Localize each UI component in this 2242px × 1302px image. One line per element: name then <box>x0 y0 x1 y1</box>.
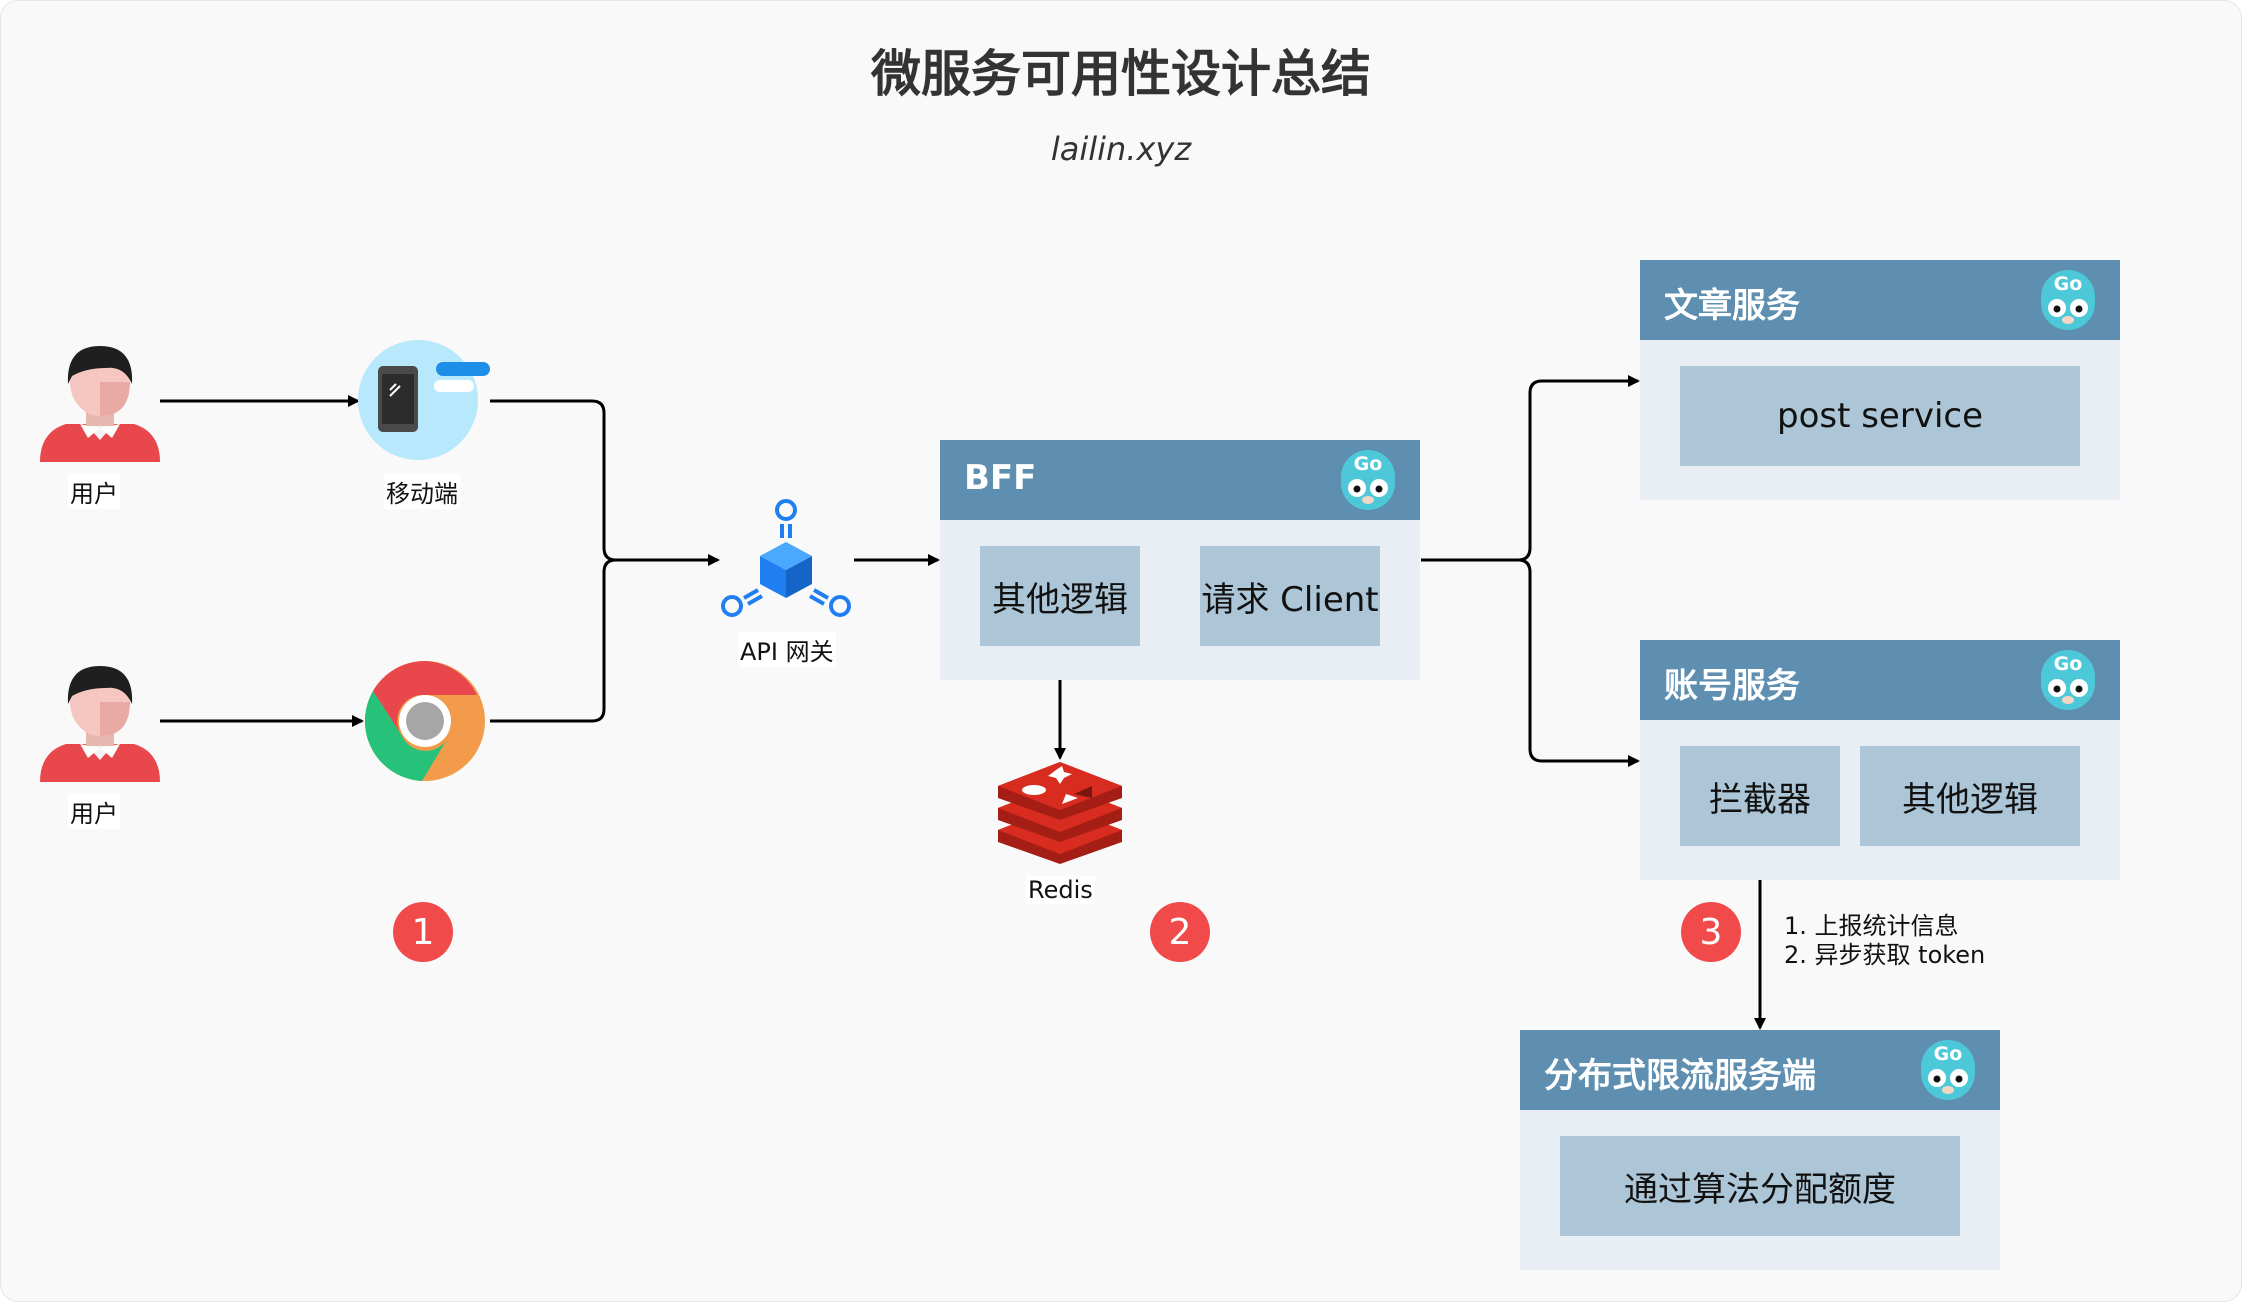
arrow-browser-to-gateway <box>490 558 718 723</box>
redis-label: Redis <box>1026 876 1095 904</box>
post-service-container: 文章服务 post service <box>1640 260 2120 500</box>
api-gateway-icon <box>721 499 851 617</box>
arrow-bff-to-account-service <box>1421 558 1640 767</box>
post-service-inner: post service <box>1680 366 2080 466</box>
arrow-bff-to-post-service <box>1421 375 1640 562</box>
account-other-logic: 其他逻辑 <box>1860 746 2080 846</box>
step3-note: 1. 上报统计信息 2. 异步获取 token <box>1784 912 1985 970</box>
user-label: 用户 <box>68 474 120 509</box>
go-gopher-label: Go <box>2054 653 2083 675</box>
redis-icon <box>998 762 1122 864</box>
api-gateway-label: API 网关 <box>738 632 836 667</box>
diagram-title: 微服务可用性设计总结 <box>871 45 1371 103</box>
go-gopher-label: Go <box>1354 453 1383 475</box>
bff-other-logic: 其他逻辑 <box>980 546 1140 646</box>
diagram-subtitle: lailin.xyz <box>1050 130 1192 168</box>
step3-note-line: 2. 异步获取 token <box>1784 941 1986 969</box>
user-label: 用户 <box>68 794 120 829</box>
bff-title: BFF <box>964 458 1037 498</box>
go-gopher-label: Go <box>1934 1043 1963 1065</box>
step-badge-1: 1 <box>393 902 453 962</box>
bff-header: BFF <box>940 440 1420 520</box>
rate-limit-inner: 通过算法分配额度 <box>1560 1136 1960 1236</box>
account-service-title: 账号服务 <box>1664 666 1800 706</box>
step-badge-2: 2 <box>1150 902 1210 962</box>
user-icon <box>40 346 160 462</box>
go-gopher-label: Go <box>2054 273 2083 295</box>
arrow-mobile-to-gateway <box>490 399 720 566</box>
go-gopher-icon: Go <box>1341 450 1395 510</box>
account-interceptor: 拦截器 <box>1680 746 1840 846</box>
account-service-header: 账号服务 <box>1640 640 2120 720</box>
rate-limit-service-title: 分布式限流服务端 <box>1544 1056 1816 1096</box>
user-icon <box>40 666 160 782</box>
bff-container: BFF 其他逻辑 请求 Client <box>940 440 1420 680</box>
go-gopher-icon: Go <box>2041 650 2095 710</box>
go-gopher-icon: Go <box>1921 1040 1975 1100</box>
rate-limit-service-header: 分布式限流服务端 <box>1520 1030 2000 1110</box>
bff-request-client: 请求 Client <box>1200 546 1380 646</box>
step-badge-3: 3 <box>1681 902 1741 962</box>
step3-note-line: 1. 上报统计信息 <box>1784 912 1959 940</box>
account-service-container: 账号服务 拦截器 其他逻辑 <box>1640 640 2120 880</box>
browser-icon <box>364 661 485 781</box>
post-service-title: 文章服务 <box>1664 286 1800 326</box>
mobile-app-icon <box>358 340 490 460</box>
rate-limit-service-container: 分布式限流服务端 通过算法分配额度 <box>1520 1030 2000 1270</box>
mobile-label: 移动端 <box>384 474 460 509</box>
go-gopher-icon: Go <box>2041 270 2095 330</box>
post-service-header: 文章服务 <box>1640 260 2120 340</box>
